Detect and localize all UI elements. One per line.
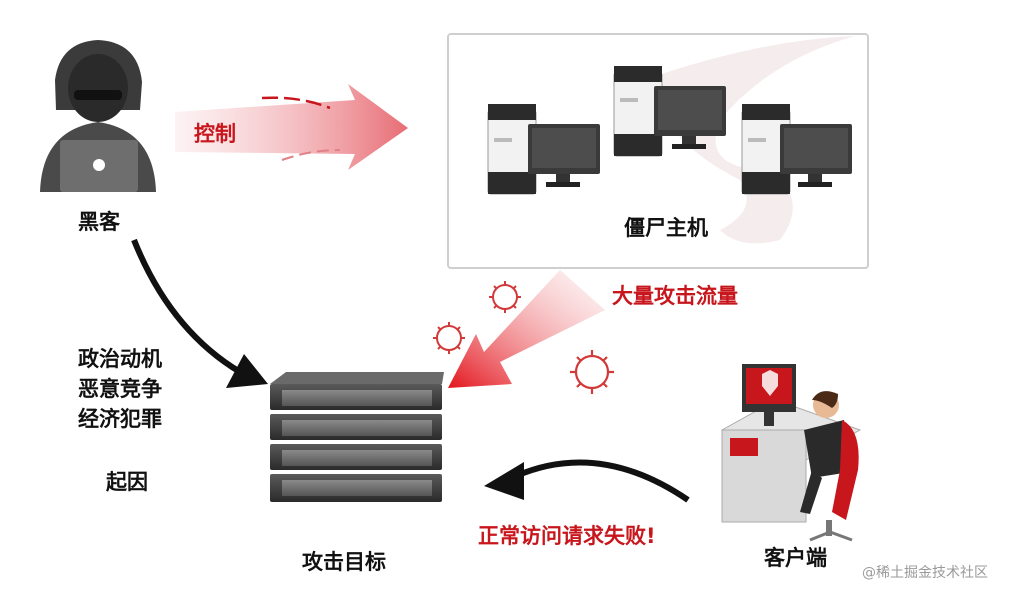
zombie-pc-2: [613, 66, 726, 157]
client-label: 客户端: [764, 546, 827, 570]
hacker-label: 黑客: [78, 210, 120, 234]
cause-item: 恶意竞争: [78, 377, 162, 401]
zombie-pc-3: [741, 104, 852, 195]
hacker-to-target-arrow: [131, 238, 268, 388]
target-server: [270, 372, 444, 502]
cause-item: 政治动机: [78, 347, 162, 371]
control-arrow: [175, 84, 408, 170]
virus-icon: [433, 322, 465, 354]
client-to-target-arrow: [484, 459, 690, 503]
client-figure: [720, 364, 862, 542]
shield-icon: [762, 370, 778, 396]
cause-item: 经济犯罪: [78, 407, 162, 431]
hacker-figure: [40, 40, 156, 192]
virus-icon: [489, 281, 521, 313]
causes-list: 政治动机 恶意竞争 经济犯罪: [78, 344, 162, 434]
skull-icon: [93, 159, 105, 171]
botnet-box: [447, 33, 869, 269]
target-label: 攻击目标: [302, 550, 386, 574]
zombie-pc-1: [487, 104, 600, 195]
failed-request-label: 正常访问请求失败!: [478, 524, 656, 548]
watermark: @稀土掘金技术社区: [862, 565, 988, 581]
virus-icon: [570, 350, 614, 394]
causes-title: 起因: [106, 470, 148, 494]
botnet-label: 僵尸主机: [624, 216, 708, 240]
traffic-label: 大量攻击流量: [612, 284, 738, 308]
attack-traffic-arrow: [448, 270, 605, 388]
control-label: 控制: [194, 122, 236, 146]
